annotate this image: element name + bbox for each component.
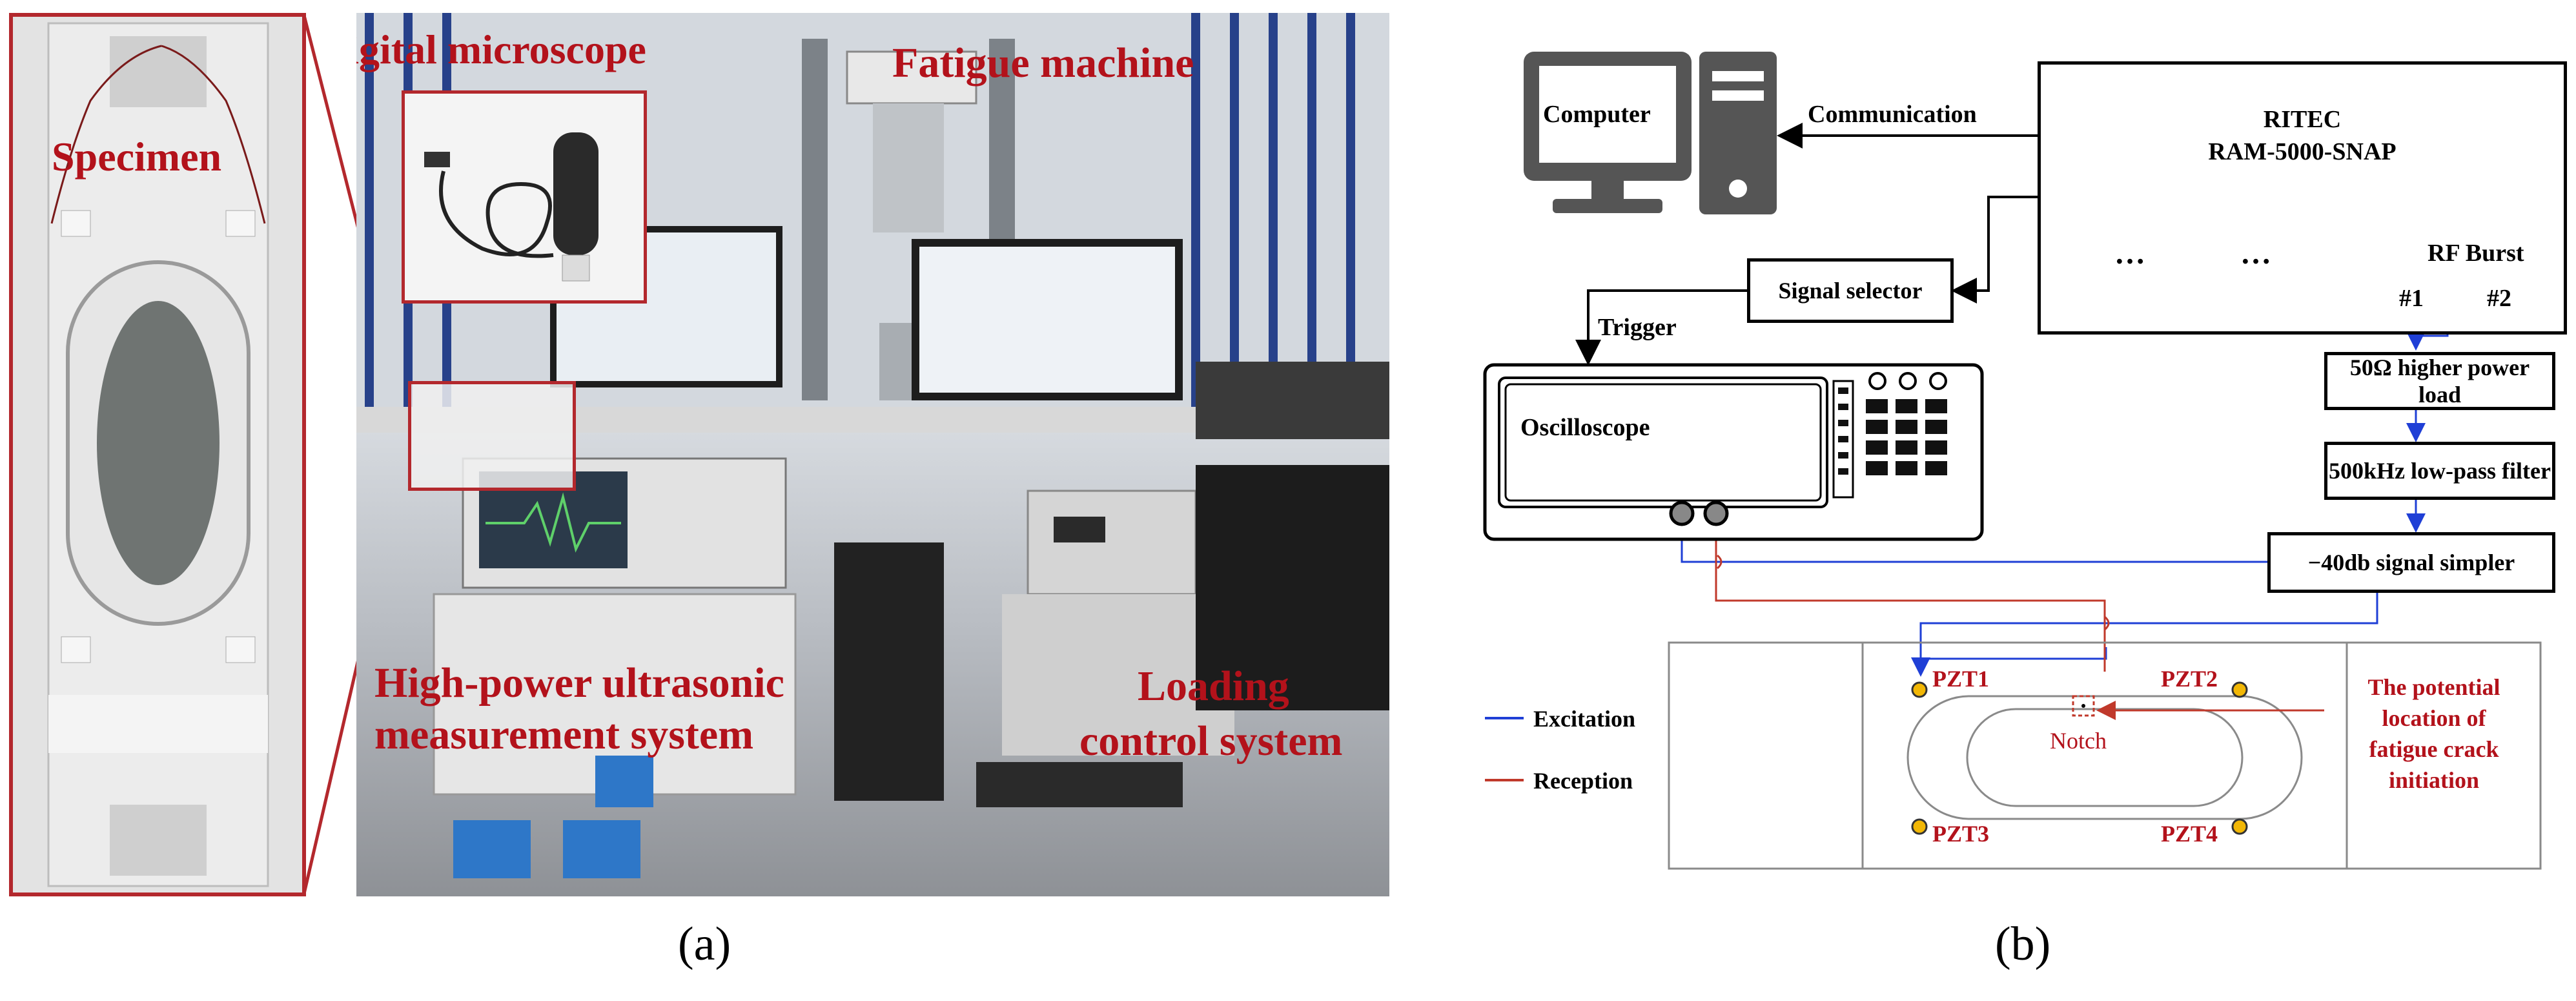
pzt4-label: PZT4: [2161, 821, 2218, 847]
ellipsis-right: …: [2240, 236, 2271, 271]
port1-label: #1: [2399, 285, 2424, 312]
computer-label: Computer: [1543, 101, 1651, 128]
panel-a: Specimen: [9, 13, 1389, 971]
rf-burst-label: RF Burst: [2428, 240, 2524, 267]
ultrasonic-label-line2: measurement system: [374, 711, 754, 758]
notch-label: Notch: [2050, 728, 2107, 754]
panel-b: Computer Communication RITEC RAM-5000-SN…: [1459, 0, 2576, 1001]
crack-location-note: The potential location of fatigue crack …: [2337, 672, 2531, 796]
simpler-box: −40db signal simpler: [2267, 532, 2555, 593]
load-box: 50Ω higher power load: [2324, 352, 2555, 410]
crack-note-line2: location of: [2382, 705, 2486, 731]
ritec-model: RAM-5000-SNAP: [2208, 138, 2397, 165]
fatigue-machine-label: Fatigue machine: [892, 39, 1194, 87]
specimen-zoom-box: [408, 381, 576, 491]
ultrasonic-label-line1: High-power ultrasonic: [374, 659, 784, 707]
specimen-drawing: [13, 17, 302, 893]
oscilloscope-label: Oscilloscope: [1520, 414, 1650, 441]
specimen-label: Specimen: [52, 134, 222, 180]
communication-label: Communication: [1808, 101, 1977, 128]
crack-note-line1: The potential: [2367, 674, 2500, 700]
microscope-label: Digital microscope: [356, 26, 646, 72]
crack-note-line4: initiation: [2388, 767, 2480, 793]
signal-selector-box: Signal selector: [1747, 258, 1954, 323]
ellipsis-left: …: [2114, 236, 2145, 271]
panel-b-caption: (b): [1995, 918, 2051, 971]
legend-excitation: Excitation: [1533, 706, 1635, 732]
microscope-inset: [402, 90, 647, 304]
ritec-box: RITEC RAM-5000-SNAP: [2038, 61, 2567, 335]
pzt2-label: PZT2: [2161, 666, 2218, 692]
loading-label-line2: control system: [1079, 717, 1343, 765]
microscope-drawing: [424, 132, 598, 282]
lab-photo: Digital microscope Fatigue machine High-…: [356, 13, 1389, 896]
ritec-title: RITEC: [2263, 106, 2342, 133]
filter-box: 500kHz low-pass filter: [2324, 442, 2555, 500]
pzt1-label: PZT1: [1932, 666, 1990, 692]
loading-label-line1: Loading: [1138, 663, 1289, 710]
port2-label: #2: [2487, 285, 2511, 312]
trigger-label: Trigger: [1598, 314, 1677, 341]
wiring-diagram: [1483, 52, 2547, 870]
panel-a-caption: (a): [678, 918, 731, 971]
pzt3-label: PZT3: [1932, 821, 1990, 847]
crack-note-line3: fatigue crack: [2369, 736, 2499, 762]
specimen-photo: Specimen: [9, 13, 306, 896]
legend-reception: Reception: [1533, 768, 1633, 794]
